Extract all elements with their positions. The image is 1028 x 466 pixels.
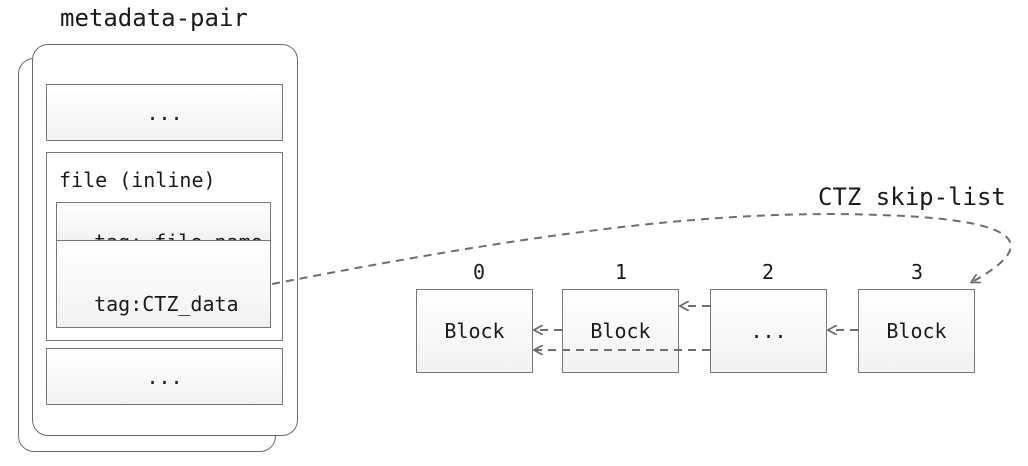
metadata-entry-top-label: ... [146,100,183,125]
tag-ctz-data: tag:CTZ_data [56,240,271,328]
block-index-3: 3 [911,260,924,284]
block-0-label: Block [444,319,505,343]
metadata-entry-bottom-label: ... [146,364,183,389]
block-index-2: 2 [762,260,775,284]
block-3-label: Block [886,319,947,343]
metadata-entry-bottom: ... [46,348,283,405]
block-2: ... [710,289,827,373]
block-0: Block [416,289,533,373]
metadata-entry-top: ... [46,84,283,141]
tag-ctz-data-label: tag:CTZ_data [94,292,239,316]
ctz-skip-list-label: CTZ skip-list [818,183,1006,211]
metadata-pair-title: metadata-pair [60,4,248,32]
block-3: Block [858,289,975,373]
block-2-label: ... [750,319,787,343]
file-inline-label: file (inline) [59,168,216,192]
block-index-0: 0 [473,260,486,284]
block-1-label: Block [590,319,651,343]
block-1: Block [562,289,679,373]
ctz-pointer-arrow [271,213,1012,285]
block-index-1: 1 [615,260,628,284]
